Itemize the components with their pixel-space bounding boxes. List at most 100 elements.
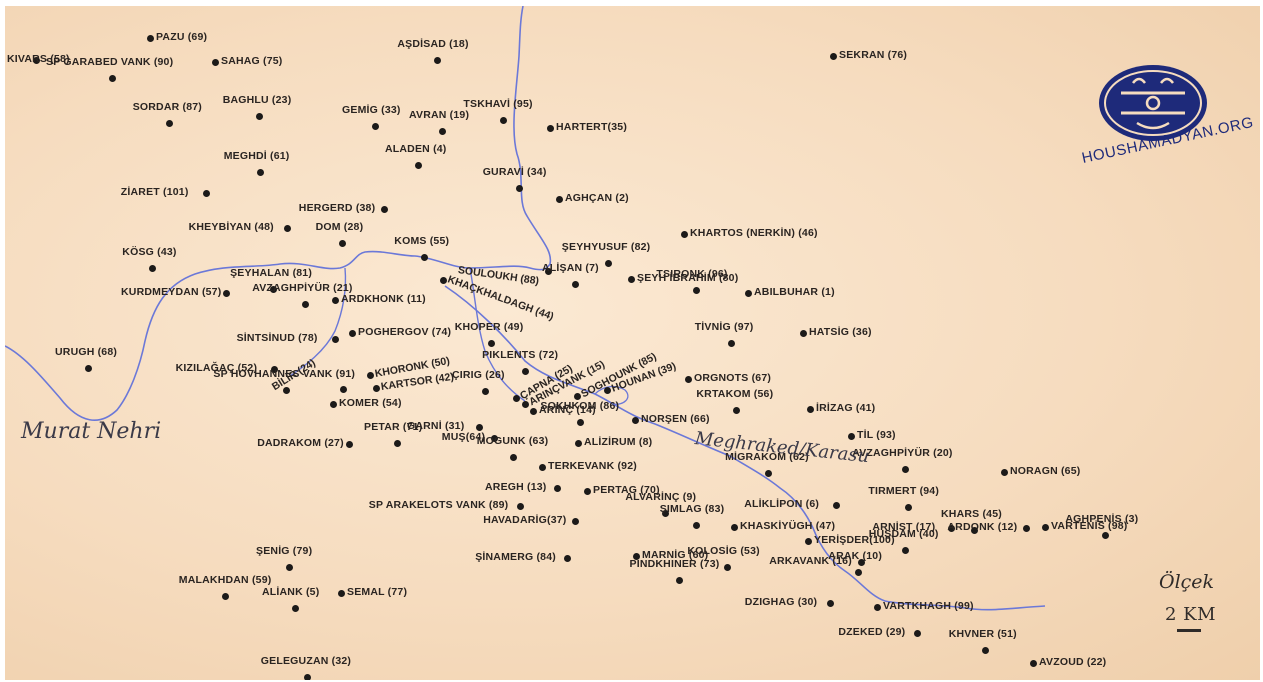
village-label[interactable]: MOGUNK (63)	[476, 435, 549, 447]
village-dot[interactable]	[303, 673, 311, 680]
village-dot[interactable]	[487, 339, 495, 347]
village-label[interactable]: DZIGHAG (30)	[744, 596, 818, 608]
village-dot[interactable]	[393, 439, 401, 447]
village-dot[interactable]	[301, 300, 309, 308]
village-label[interactable]: NORAGN (65)	[1010, 465, 1081, 477]
village-label[interactable]: SAHAG (75)	[221, 55, 283, 67]
village-label[interactable]: DADRAKOM (27)	[257, 437, 344, 449]
village-dot[interactable]	[146, 34, 154, 42]
village-label[interactable]: SOKHKOM (86)	[540, 400, 620, 412]
village-label[interactable]: ARAK (10)	[828, 550, 883, 562]
village-dot[interactable]	[1101, 531, 1109, 539]
village-dot[interactable]	[684, 375, 692, 383]
village-label[interactable]: ARDKHONK (11)	[341, 293, 426, 305]
village-label[interactable]: VARTKHAGH (99)	[883, 600, 974, 612]
village-dot[interactable]	[108, 74, 116, 82]
village-dot[interactable]	[1022, 524, 1030, 532]
village-dot[interactable]	[515, 184, 523, 192]
village-label[interactable]: SEMAL (77)	[347, 586, 408, 598]
village-dot[interactable]	[832, 501, 840, 509]
village-dot[interactable]	[339, 385, 347, 393]
village-label[interactable]: ŞEYHALAN (81)	[230, 267, 313, 279]
village-label[interactable]: KOMER (54)	[339, 397, 402, 409]
village-dot[interactable]	[331, 335, 339, 343]
village-label[interactable]: TSKHAVİ (95)	[463, 98, 533, 110]
village-dot[interactable]	[553, 484, 561, 492]
village-dot[interactable]	[285, 563, 293, 571]
village-dot[interactable]	[913, 629, 921, 637]
village-label[interactable]: PIKLENTS (72)	[482, 349, 559, 361]
village-dot[interactable]	[573, 392, 581, 400]
village-dot[interactable]	[481, 387, 489, 395]
village-label[interactable]: HAVADARİG(37)	[483, 514, 567, 526]
village-dot[interactable]	[509, 453, 517, 461]
village-label[interactable]: ALİZİRUM (8)	[584, 436, 653, 448]
village-label[interactable]: SORDAR (87)	[132, 101, 202, 113]
village-label[interactable]: ARNİST (17)	[872, 521, 936, 533]
village-label[interactable]: PAZU (69)	[156, 31, 208, 43]
village-dot[interactable]	[439, 276, 447, 284]
village-label[interactable]: GEMİG (33)	[342, 104, 401, 116]
village-dot[interactable]	[438, 127, 446, 135]
village-label[interactable]: TİL (93)	[857, 429, 896, 441]
village-dot[interactable]	[283, 224, 291, 232]
village-dot[interactable]	[165, 119, 173, 127]
village-dot[interactable]	[222, 289, 230, 297]
village-dot[interactable]	[366, 371, 374, 379]
village-label[interactable]: KHEYBİYAN (48)	[188, 221, 274, 233]
village-dot[interactable]	[269, 285, 277, 293]
village-dot[interactable]	[904, 503, 912, 511]
village-dot[interactable]	[806, 405, 814, 413]
village-label[interactable]: ŞEYHYUSUF (82)	[561, 241, 651, 253]
village-dot[interactable]	[380, 205, 388, 213]
village-dot[interactable]	[730, 523, 738, 531]
village-label[interactable]: ALİANK (5)	[262, 586, 320, 598]
village-dot[interactable]	[692, 521, 700, 529]
village-label[interactable]: KOLOSİG (53)	[687, 545, 760, 557]
village-dot[interactable]	[847, 432, 855, 440]
village-dot[interactable]	[255, 112, 263, 120]
village-label[interactable]: ARDONK (12)	[947, 521, 1018, 533]
village-dot[interactable]	[1029, 659, 1037, 667]
village-label[interactable]: AGHÇAN (2)	[565, 192, 629, 204]
village-dot[interactable]	[338, 239, 346, 247]
village-dot[interactable]	[211, 58, 219, 66]
village-dot[interactable]	[529, 407, 537, 415]
village-dot[interactable]	[538, 463, 546, 471]
village-dot[interactable]	[544, 267, 552, 275]
village-dot[interactable]	[291, 604, 299, 612]
village-label[interactable]: KIZILAĞAÇ (52)	[175, 362, 258, 374]
village-label[interactable]: KHARS (45)	[941, 508, 1002, 520]
village-label[interactable]: ALİKLİPON (6)	[744, 498, 820, 510]
village-label[interactable]: KÖSG (43)	[122, 246, 177, 258]
village-label[interactable]: GURAVİ (34)	[482, 166, 547, 178]
village-dot[interactable]	[521, 367, 529, 375]
village-label[interactable]: ALVARİNÇ (9)	[625, 491, 697, 503]
village-dot[interactable]	[901, 546, 909, 554]
village-label[interactable]: MALAKHDAN (59)	[178, 574, 272, 586]
village-label[interactable]: ŞENİG (79)	[256, 545, 313, 557]
village-label[interactable]: PETAR (71)	[364, 421, 423, 433]
village-dot[interactable]	[337, 589, 345, 597]
village-dot[interactable]	[857, 558, 865, 566]
village-dot[interactable]	[631, 416, 639, 424]
village-dot[interactable]	[1041, 523, 1049, 531]
village-dot[interactable]	[799, 329, 807, 337]
houshamadyan-logo[interactable]: HOUSHAMADYAN.ORG	[1073, 61, 1255, 176]
village-label[interactable]: KRTAKOM (56)	[696, 388, 774, 400]
village-dot[interactable]	[804, 537, 812, 545]
village-label[interactable]: TERKEVANK (92)	[548, 460, 637, 472]
village-dot[interactable]	[727, 339, 735, 347]
village-label[interactable]: MİGRAKOM (62)	[725, 451, 809, 463]
village-label[interactable]: MUŞ(64)	[441, 431, 486, 443]
village-label[interactable]: AGHPENİS (3)	[1065, 513, 1139, 525]
village-label[interactable]: AVZOUD (22)	[1039, 656, 1107, 668]
village-label[interactable]: KHARTOS (NERKİN) (46)	[690, 227, 818, 239]
village-dot[interactable]	[331, 296, 339, 304]
village-dot[interactable]	[603, 386, 611, 394]
village-dot[interactable]	[221, 592, 229, 600]
village-label[interactable]: ARKAVANK (16)	[769, 555, 852, 567]
village-label[interactable]: GELEGUZAN (32)	[260, 655, 352, 667]
village-dot[interactable]	[348, 329, 356, 337]
village-dot[interactable]	[256, 168, 264, 176]
